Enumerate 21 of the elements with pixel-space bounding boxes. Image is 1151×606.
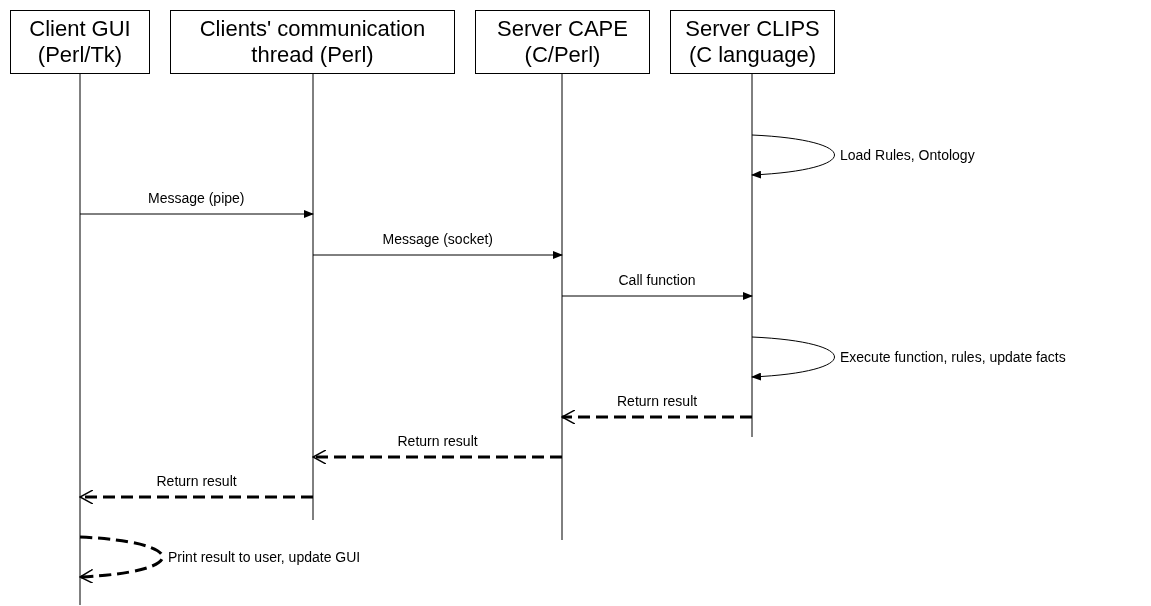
return-arrow bbox=[561, 409, 752, 425]
return-arrow bbox=[79, 489, 313, 505]
message-label: Message (pipe) bbox=[146, 190, 247, 206]
message-label: Return result bbox=[615, 393, 700, 409]
self-message-arrow bbox=[751, 336, 835, 381]
self-message-arrow bbox=[751, 134, 835, 179]
message-arrow bbox=[79, 210, 314, 218]
message-label: Return result bbox=[154, 473, 239, 489]
lifeline-header: Server CAPE (C/Perl) bbox=[475, 10, 650, 74]
lifeline-header: Client GUI (Perl/Tk) bbox=[10, 10, 150, 74]
message-label: Return result bbox=[395, 433, 480, 449]
message-label: Execute function, rules, update facts bbox=[838, 349, 1068, 365]
message-label: Call function bbox=[616, 272, 698, 288]
lifeline-header: Clients' communication thread (Perl) bbox=[170, 10, 455, 74]
message-label: Load Rules, Ontology bbox=[838, 147, 977, 163]
message-label: Message (socket) bbox=[380, 231, 495, 247]
lifeline-header: Server CLIPS (C language) bbox=[670, 10, 835, 74]
return-arrow bbox=[312, 449, 562, 465]
self-message-arrow bbox=[79, 535, 164, 584]
message-arrow bbox=[312, 251, 563, 259]
message-arrow bbox=[561, 292, 753, 300]
